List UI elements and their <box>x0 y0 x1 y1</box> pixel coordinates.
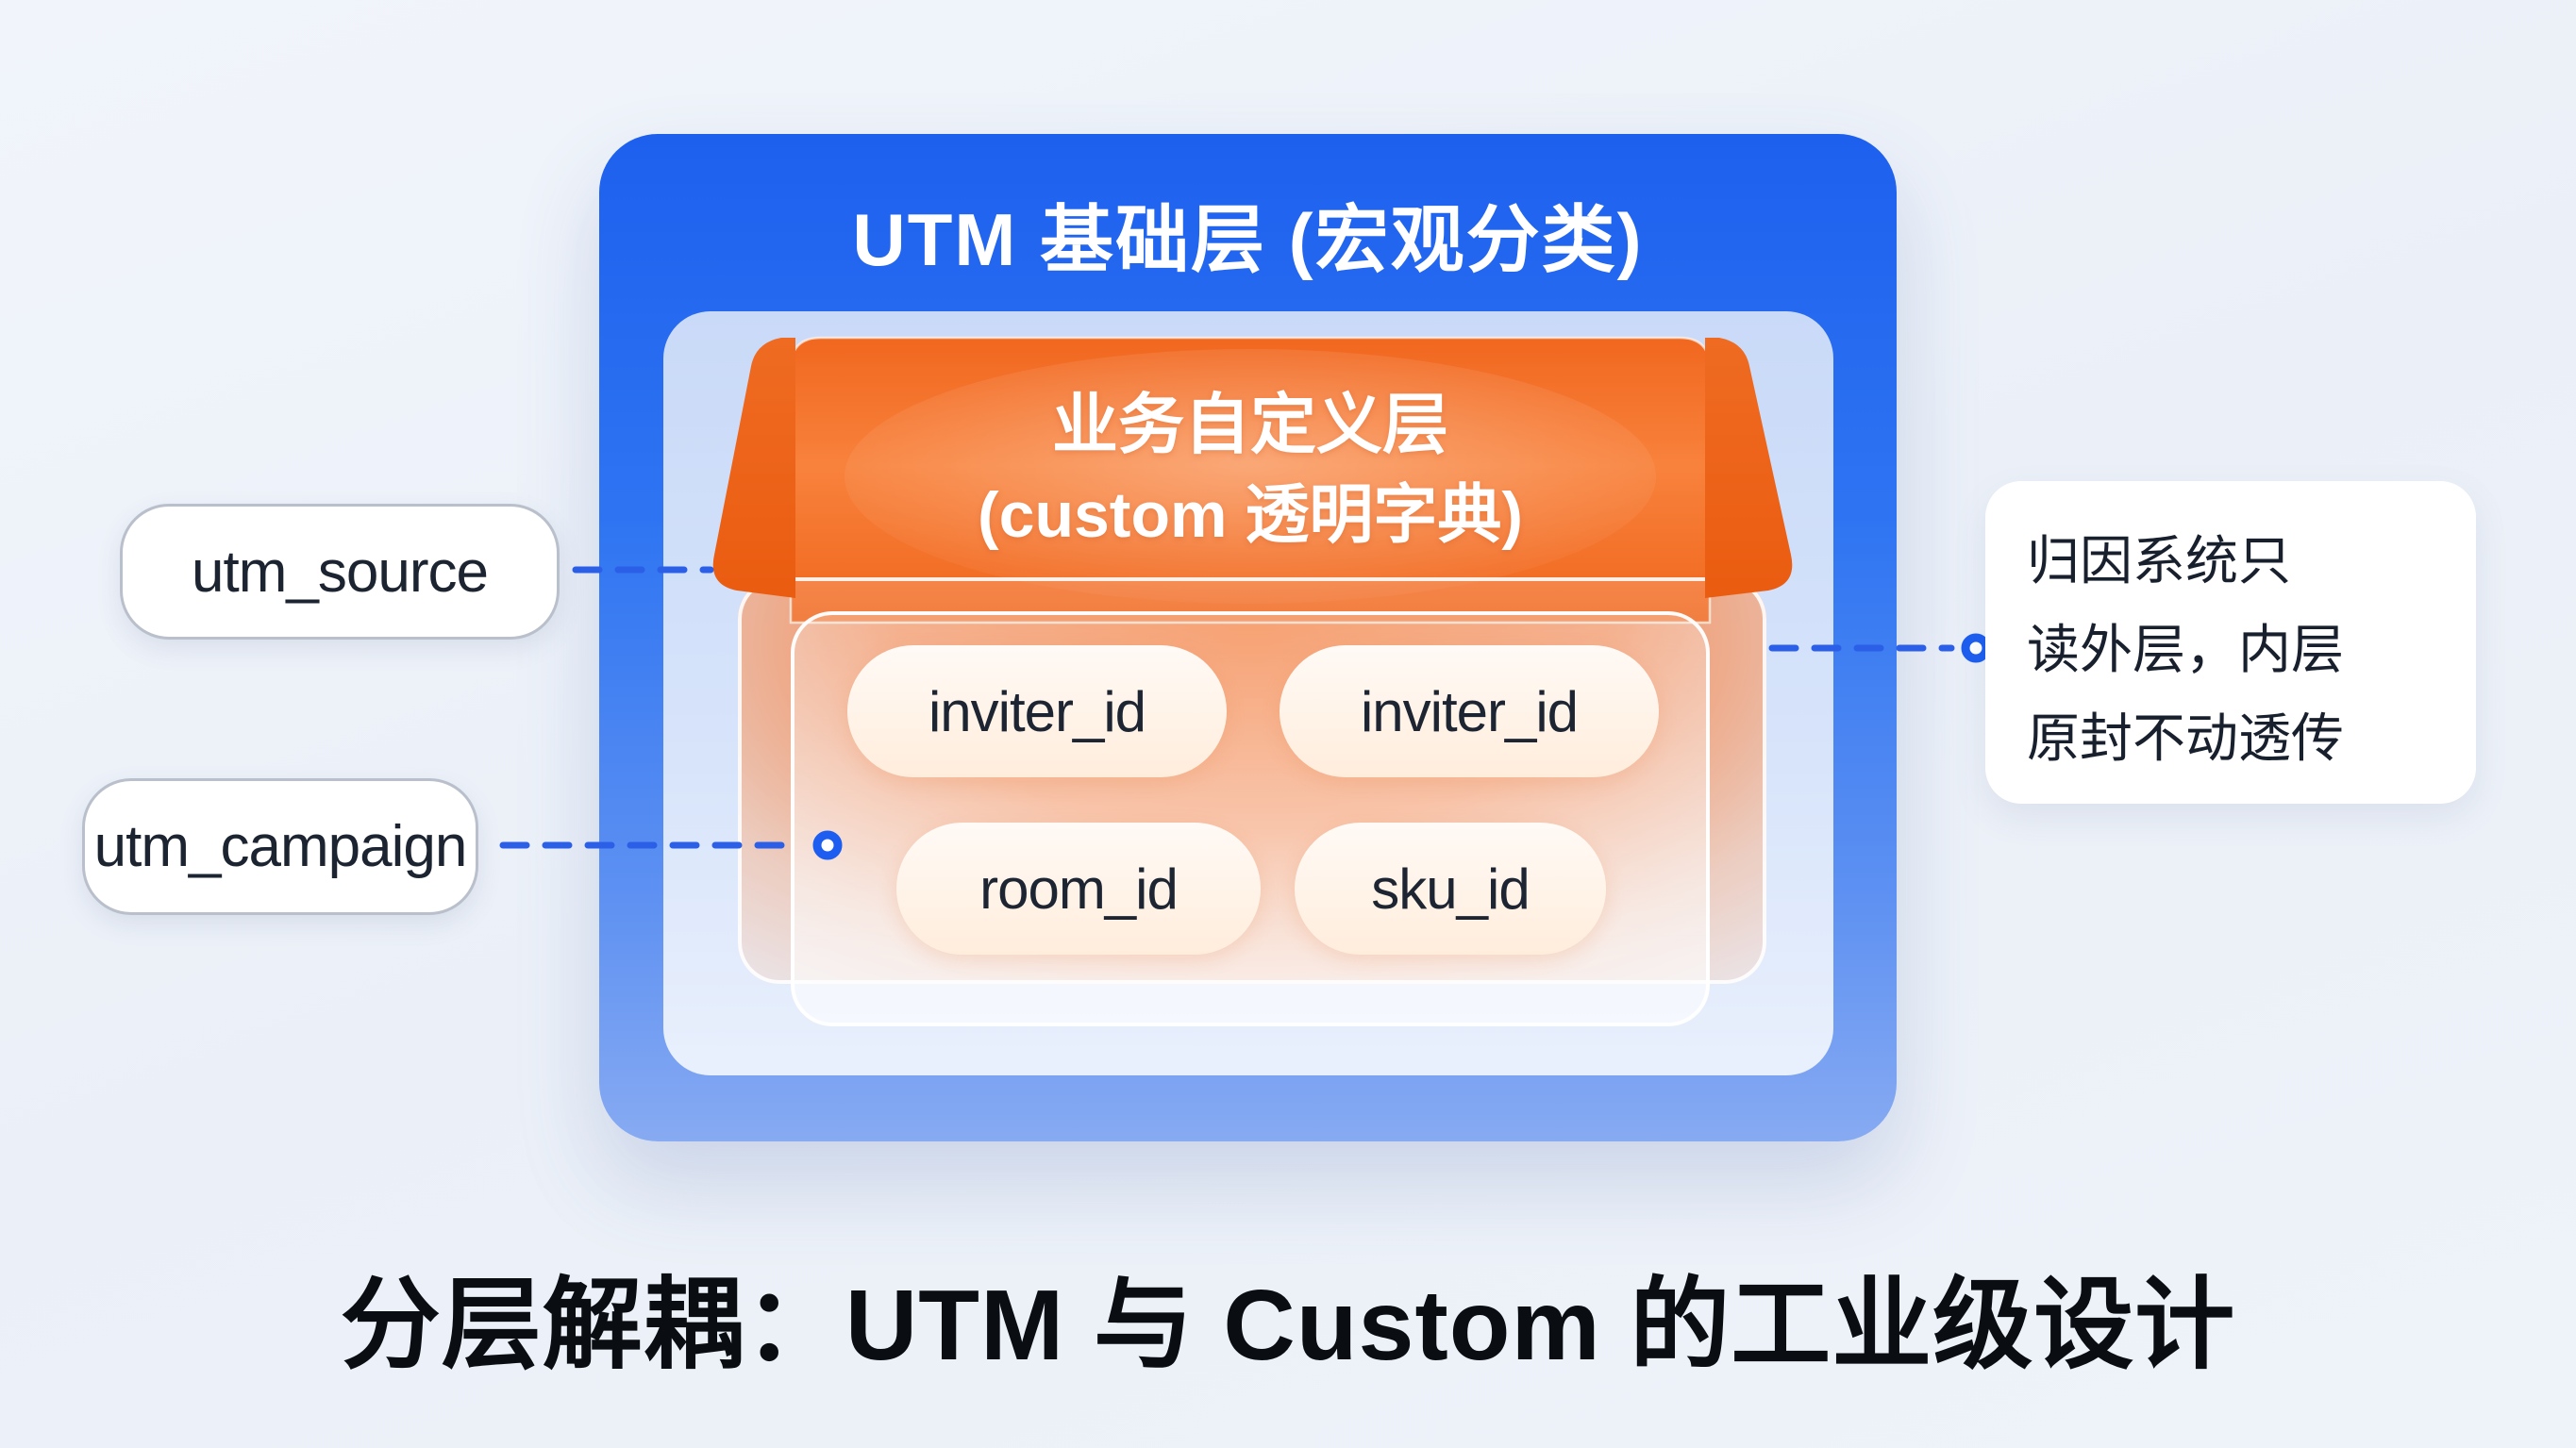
pill-room-id: room_id <box>896 823 1261 955</box>
pill-inviter-id-2: inviter_id <box>1280 645 1659 777</box>
bottom-caption: 分层解耦：UTM 与 Custom 的工业级设计 <box>340 1270 2236 1381</box>
custom-layer-title-line1: 业务自定义层 <box>1052 388 1448 461</box>
custom-layer-title: 业务自定义层 (custom 透明字典) <box>791 379 1710 560</box>
connector-ring-note-icon <box>1961 633 1991 663</box>
right-note-line2: 读外层，内层 <box>2027 620 2344 679</box>
custom-layer-title-line2: (custom 透明字典) <box>977 479 1523 551</box>
right-note-line1: 归因系统只 <box>2027 531 2291 591</box>
custom-layer-front-face <box>789 336 1712 624</box>
custom-layer-side-flaps <box>712 338 1793 598</box>
label-utm-campaign: utm_campaign <box>82 778 478 915</box>
label-utm-source: utm_source <box>120 504 560 640</box>
right-note-card: 归因系统只 读外层，内层 原封不动透传 <box>1985 481 2476 804</box>
pill-sku-id: sku_id <box>1295 823 1606 955</box>
pill-inviter-id-1: inviter_id <box>847 645 1227 777</box>
utm-base-layer-title: UTM 基础层 (宏观分类) <box>852 198 1644 281</box>
right-note-line3: 原封不动透传 <box>2027 708 2344 768</box>
